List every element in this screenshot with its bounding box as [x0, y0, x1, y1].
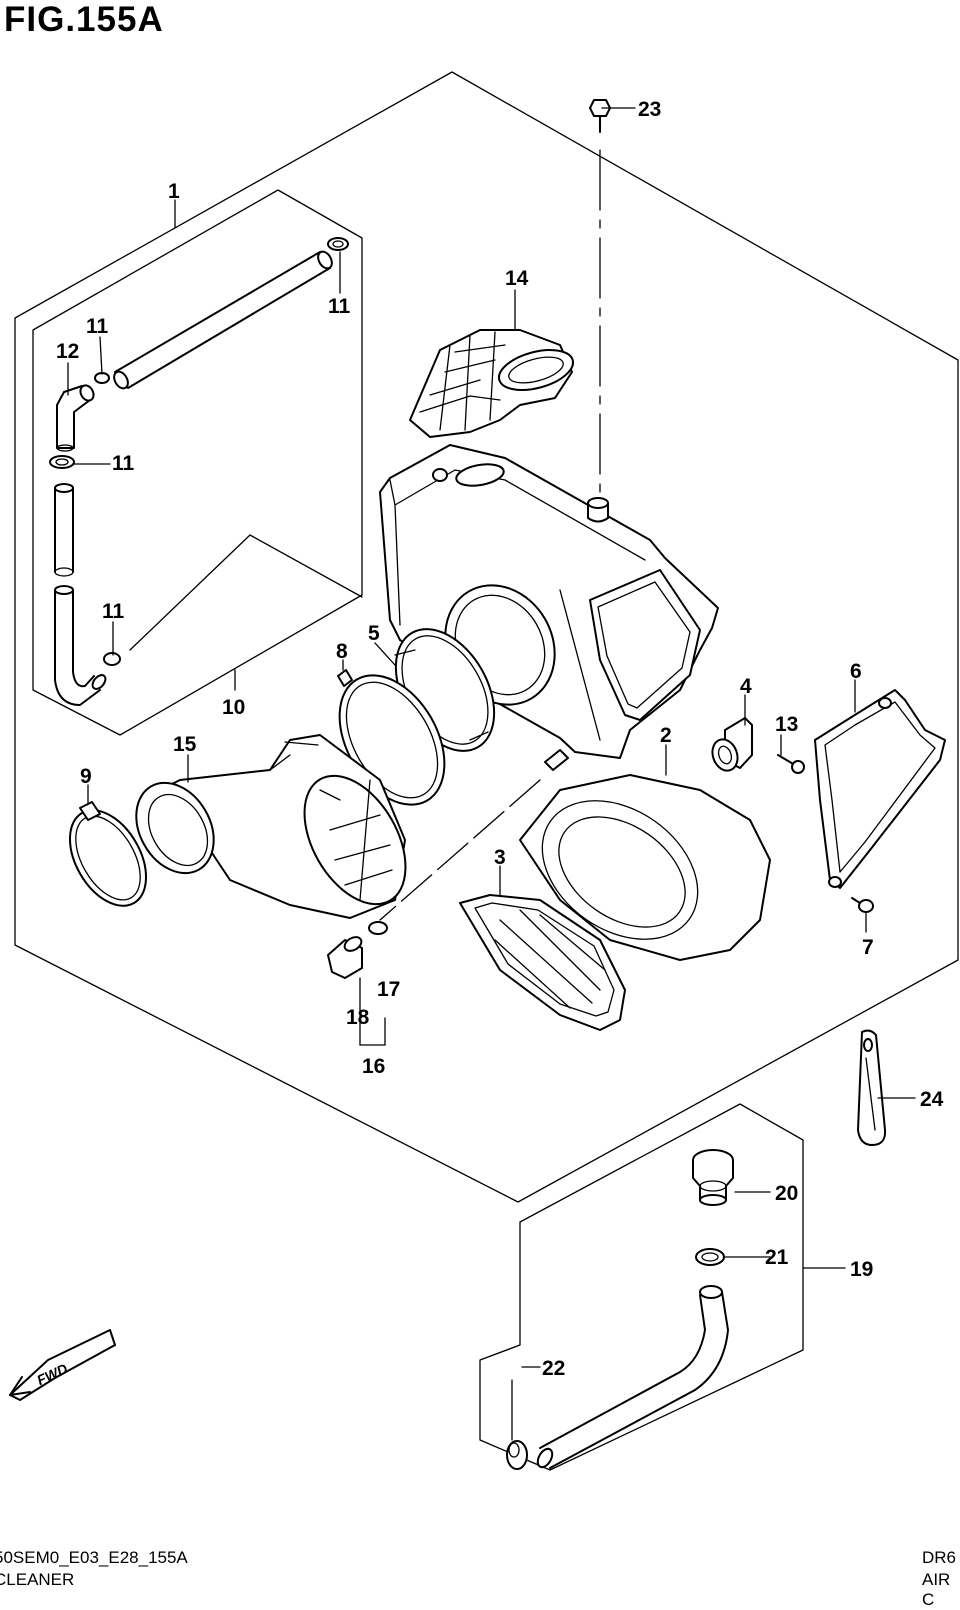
clamp-22 [506, 1440, 528, 1470]
callout-9: 9 [80, 765, 92, 788]
intake-pipe [135, 734, 407, 919]
footer-caption-left: CLEANER [0, 1570, 75, 1589]
callout-14: 14 [505, 267, 529, 290]
callout-11-lower: 11 [102, 600, 125, 623]
drain-valve-20 [692, 1149, 734, 1206]
foam-element [519, 774, 771, 961]
clamp-17 [368, 921, 388, 935]
drain-hose [536, 1285, 729, 1469]
vertical-hose [54, 483, 74, 577]
drain-kit-group-outline [479, 1103, 804, 1471]
hose-kit-group-outline [32, 189, 363, 736]
side-cover [814, 689, 946, 889]
callout-22: 22 [542, 1357, 565, 1380]
fwd-arrow-marker: FWD [9, 1329, 116, 1401]
callout-13: 13 [775, 713, 798, 736]
callout-24: 24 [920, 1088, 944, 1111]
callout-5: 5 [368, 622, 380, 645]
callout-11-upper-left: 11 [86, 315, 109, 338]
callout-15: 15 [173, 733, 197, 756]
breather-hose-upper [113, 250, 333, 390]
rubber-strap-24 [857, 1029, 887, 1146]
figure-title: FIG.155A [4, 0, 164, 39]
clamp-middle [49, 455, 75, 469]
footer-code-left: 50SEM0_E03_E28_155A [0, 1548, 188, 1567]
callout-19: 19 [850, 1258, 873, 1281]
leader-lines [67, 107, 916, 1441]
screw-13 [777, 754, 805, 774]
elbow-joint [56, 384, 95, 452]
callout-16: 16 [362, 1055, 385, 1078]
callout-7: 7 [862, 936, 874, 959]
screw-7 [851, 897, 874, 913]
clamp-21 [695, 1248, 725, 1266]
callout-20: 20 [775, 1182, 798, 1205]
hose-clamp-9 [69, 801, 147, 907]
callout-23: 23 [638, 98, 661, 121]
callout-8: 8 [336, 640, 348, 663]
fwd-label: FWD [34, 1360, 70, 1388]
drain-plug-18 [327, 936, 363, 979]
intake-duct [409, 329, 574, 438]
callout-3: 3 [494, 846, 506, 869]
clamp-lower [103, 652, 121, 666]
callout-21: 21 [765, 1246, 789, 1269]
footer-caption-right: AIR C [922, 1570, 951, 1609]
footer-code-right: DR6 [922, 1548, 957, 1567]
callout-2: 2 [660, 724, 672, 747]
callout-17: 17 [377, 978, 400, 1001]
lower-bent-hose [54, 585, 107, 706]
hose-clamp-top [327, 237, 349, 251]
bolt-23 [589, 99, 611, 133]
assembly-group-outline [14, 71, 959, 1203]
callout-18: 18 [346, 1006, 370, 1029]
callout-12: 12 [56, 340, 79, 363]
callout-labels: 1 2 3 4 5 6 7 8 9 10 11 11 11 11 12 13 1… [56, 98, 944, 1380]
callout-11-top: 11 [328, 295, 351, 318]
filter-cage [459, 894, 626, 1031]
grommet-4 [711, 717, 753, 772]
callout-1: 1 [168, 180, 180, 203]
callout-11-middle: 11 [112, 452, 135, 475]
callout-4: 4 [740, 675, 752, 698]
callout-6: 6 [850, 660, 862, 683]
callout-10: 10 [222, 696, 245, 719]
